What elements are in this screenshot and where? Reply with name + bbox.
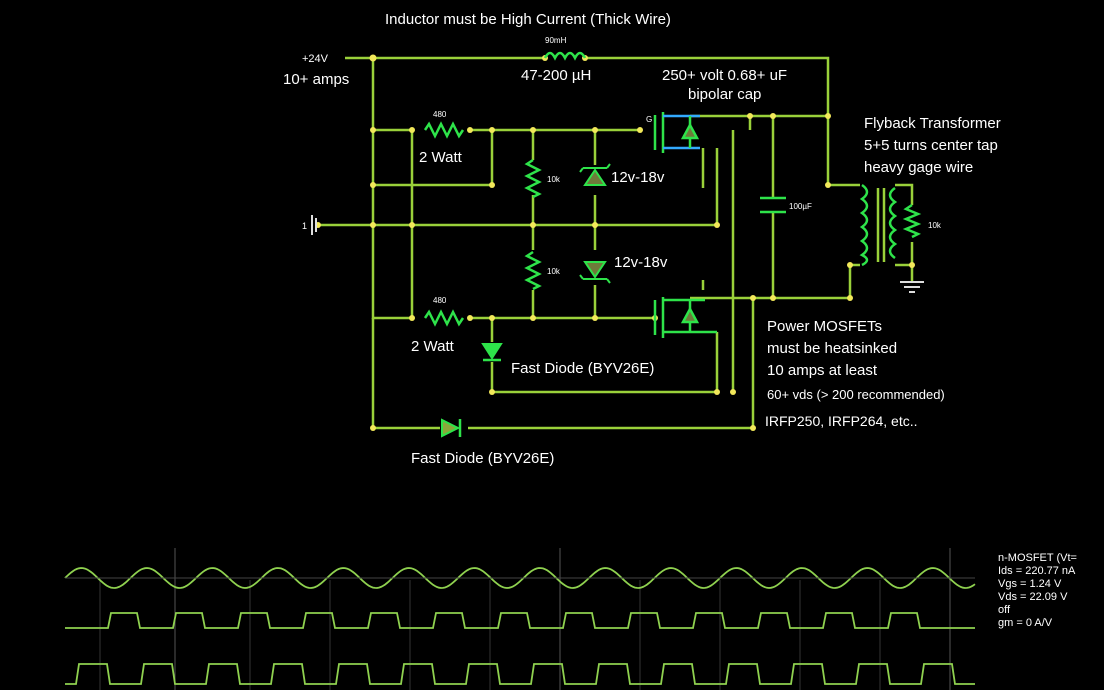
scope-panel[interactable]	[64, 548, 976, 690]
mosfet-q1	[653, 112, 700, 153]
resistor-load	[902, 203, 922, 239]
mosfet-note-2-label: must be heatsinked	[767, 340, 897, 357]
capacitor-100uf	[760, 196, 786, 214]
r-load-label: 10k	[928, 221, 942, 230]
fast-diode-lower	[441, 418, 462, 438]
fast-diode-1-label: Fast Diode (BYV26E)	[511, 360, 654, 377]
inductor-symbol	[543, 51, 587, 61]
resistor-10k-a	[524, 158, 542, 199]
resistor-bottom	[423, 309, 465, 327]
zener-top	[579, 163, 611, 186]
scope-info-panel: n-MOSFET (Vt= Ids = 220.77 nA Vgs = 1.24…	[998, 552, 1104, 630]
mosfet-q2	[653, 297, 717, 338]
scope-trace-pulse-1	[65, 612, 975, 629]
cap-value-label: 100µF	[789, 202, 812, 211]
zener-bot-label: 12v-18v	[614, 254, 668, 271]
scope-trace-pulse-2	[65, 663, 975, 685]
ground-right	[900, 281, 924, 293]
scope-info-line-4: Vds = 22.09 V	[998, 591, 1068, 603]
fast-diode-2-label: Fast Diode (BYV26E)	[411, 450, 554, 467]
mosfet-note-3-label: 10 amps at least	[767, 362, 878, 379]
mosfet-note-1-label: Power MOSFETs	[767, 318, 882, 335]
flyback-transformer	[859, 183, 898, 267]
r10k-a-label: 10k	[547, 175, 561, 184]
mosfet-note-4-label: 60+ vds (> 200 recommended)	[767, 387, 945, 402]
cap-note-1-label: 250+ volt 0.68+ uF	[662, 67, 787, 84]
r10k-b-label: 10k	[547, 267, 561, 276]
zener-top-label: 12v-18v	[611, 169, 665, 186]
gate-label: G	[646, 115, 652, 124]
inductor-value-label: 90mH	[545, 36, 567, 45]
inductor-range-label: 47-200 µH	[521, 67, 591, 84]
r-top-watt-label: 2 Watt	[419, 149, 463, 166]
ground-left-label: 1	[302, 221, 307, 231]
cap-note-2-label: bipolar cap	[688, 86, 761, 103]
fast-diode-upper	[481, 343, 503, 362]
mosfet-note-5-label: IRFP250, IRFP264, etc..	[765, 413, 918, 429]
flyback-2-label: 5+5 turns center tap	[864, 137, 998, 154]
junction-dots	[315, 54, 915, 431]
title-label: Inductor must be High Current (Thick Wir…	[385, 11, 671, 28]
resistor-top	[423, 121, 465, 139]
scope-trace-sine	[64, 567, 976, 589]
r-bot-watt-label: 2 Watt	[411, 338, 455, 355]
flyback-1-label: Flyback Transformer	[864, 115, 1001, 132]
scope-info-line-2: Ids = 220.77 nA	[998, 565, 1076, 577]
resistor-10k-b	[524, 250, 542, 291]
r-top-value-label: 480	[433, 110, 447, 119]
r-bot-value-label: 480	[433, 296, 447, 305]
labels: Inductor must be High Current (Thick Wir…	[283, 11, 1001, 467]
zener-bottom	[579, 261, 611, 284]
scope-info-line-3: Vgs = 1.24 V	[998, 578, 1062, 590]
scope-info-line-5: off	[998, 604, 1011, 616]
scope-info-line-6: gm = 0 A/V	[998, 617, 1053, 629]
vsource-label: +24V	[302, 53, 329, 65]
flyback-3-label: heavy gage wire	[864, 159, 973, 176]
amps-label: 10+ amps	[283, 71, 349, 88]
ground-left	[311, 215, 317, 235]
scope-info-line-1: n-MOSFET (Vt=	[998, 552, 1077, 564]
